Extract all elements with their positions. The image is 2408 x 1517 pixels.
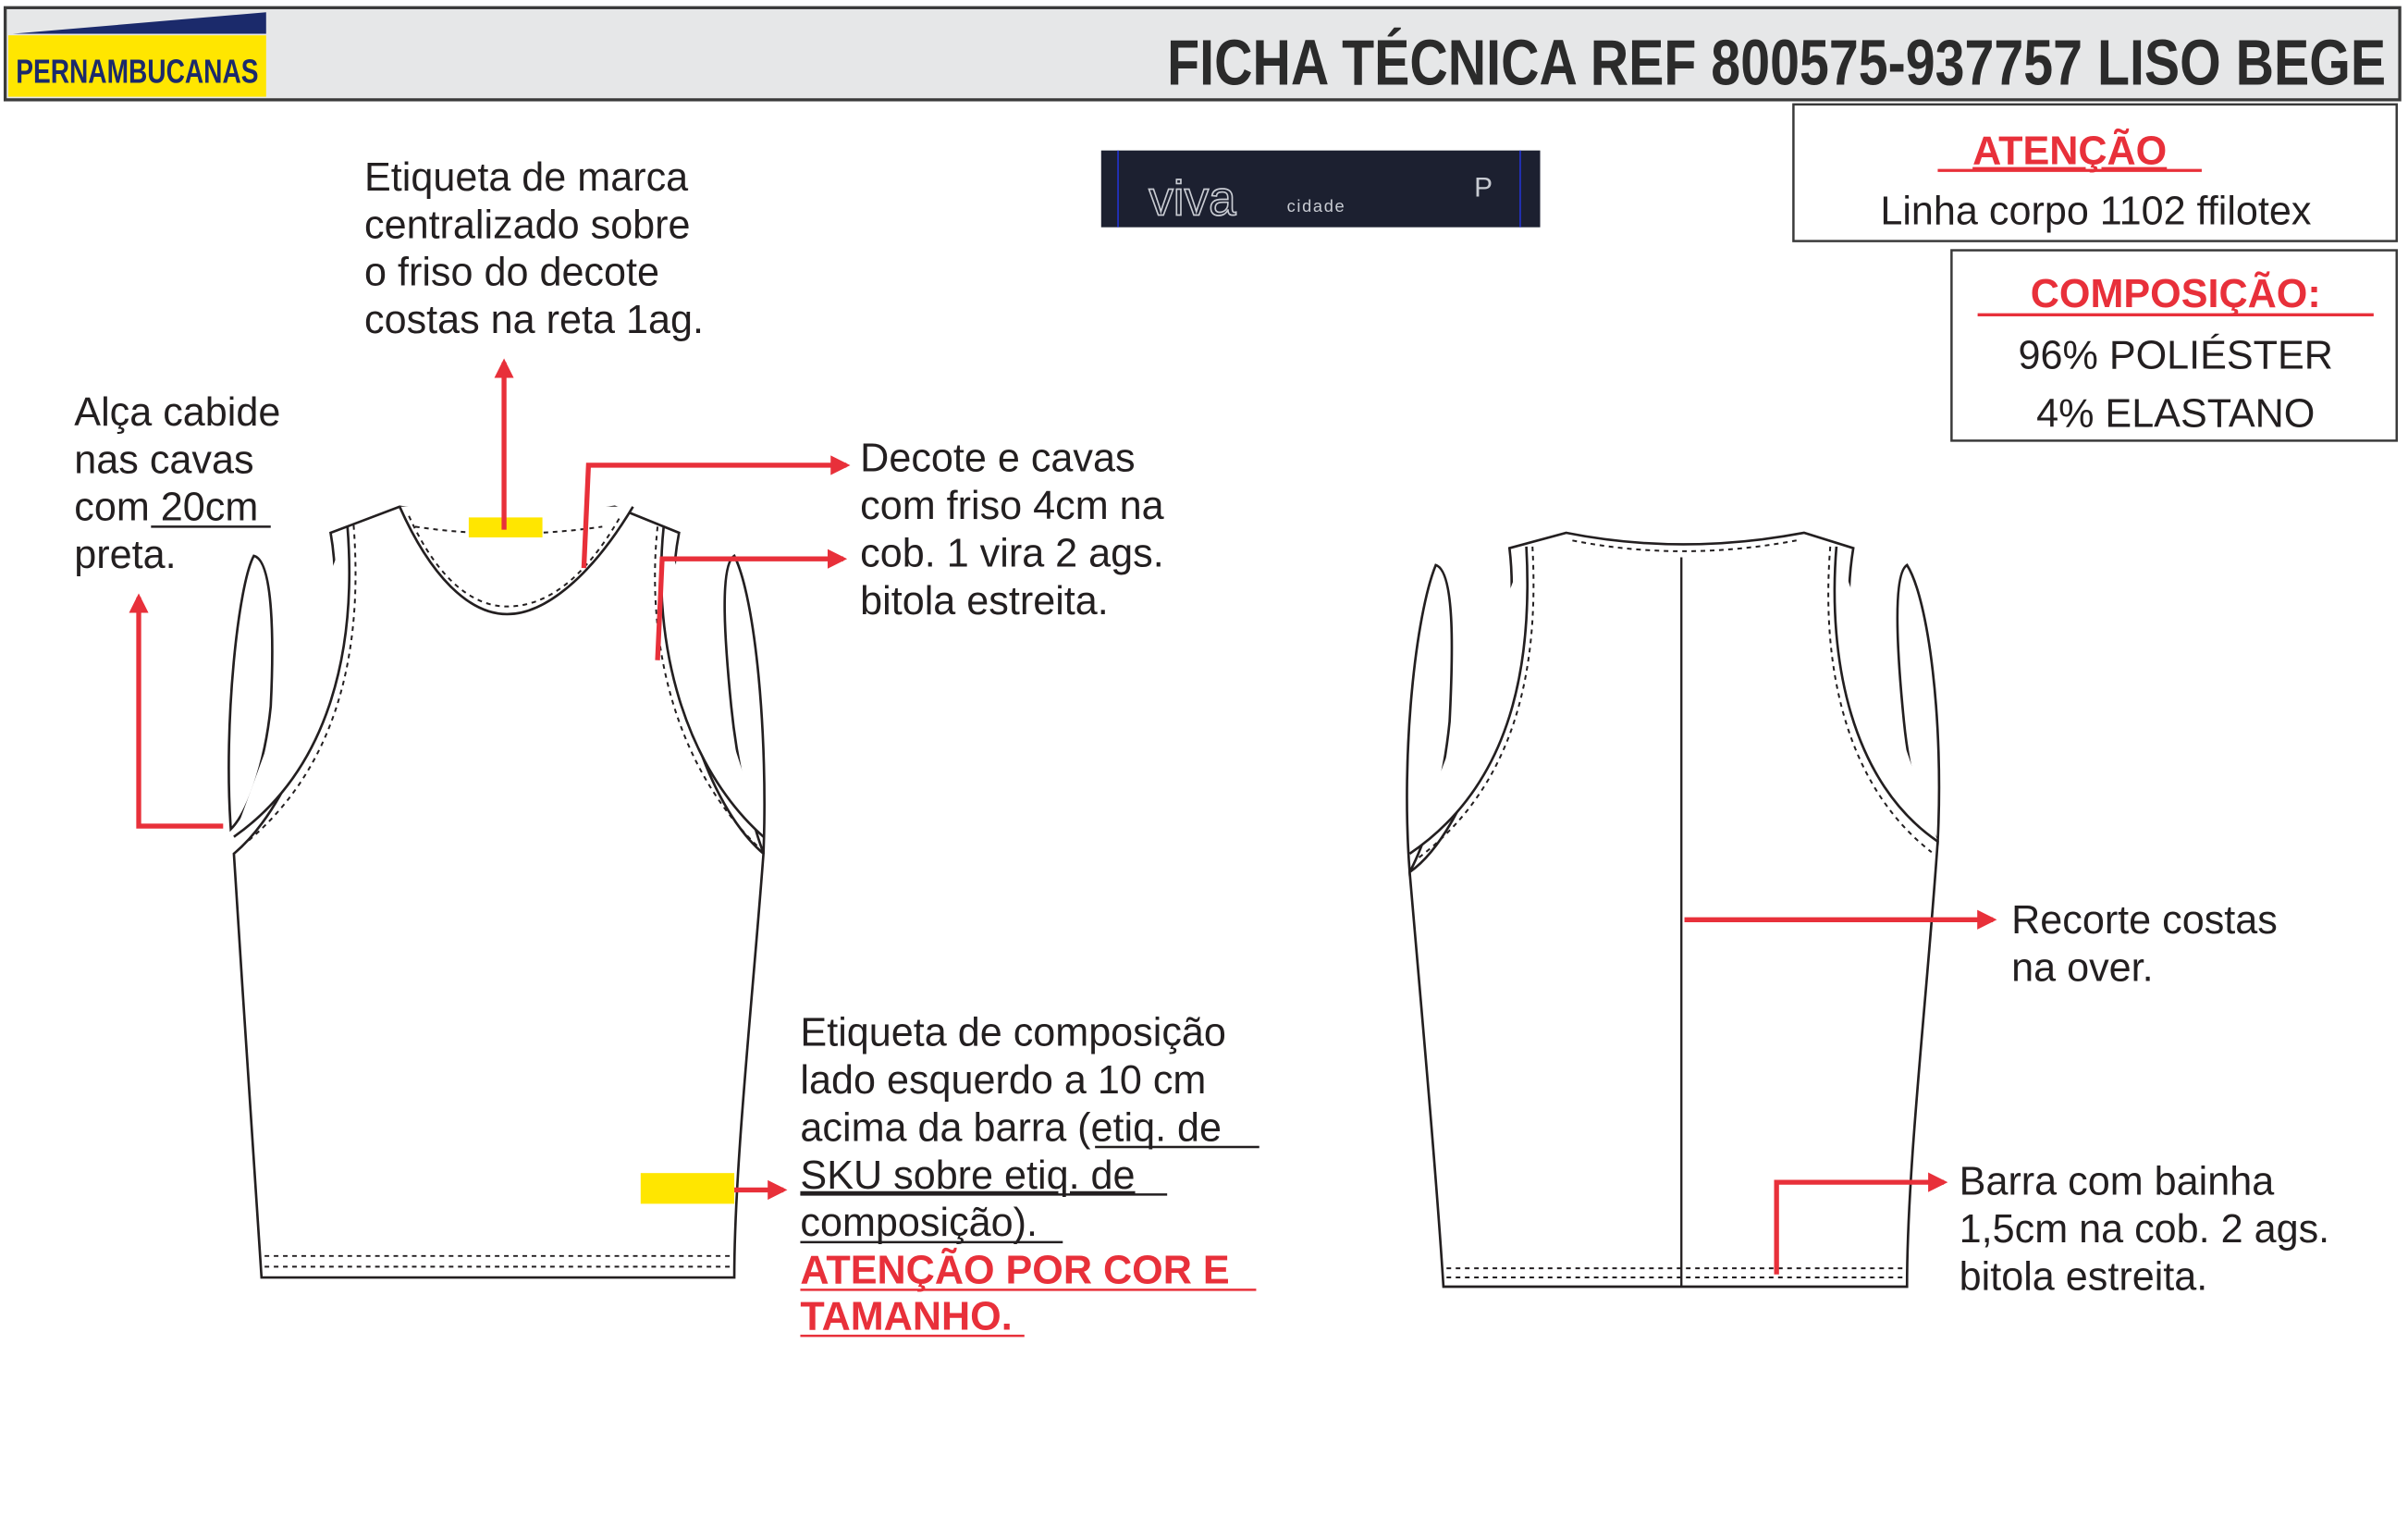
note-line: o friso do decote [364,251,659,295]
warning-line: TAMANHO. [800,1294,1012,1338]
front-garment-sketch [227,505,766,1279]
composition-label-position [640,1173,735,1204]
arrow-strap [129,593,224,829]
note-line: bitola estreita. [860,579,1109,623]
composition-box: COMPOSIÇÃO: 96% POLIÉSTER 4% ELASTANO [1950,249,2399,442]
label-brand-name: viva [1149,171,1236,226]
arrow-hem [1774,1172,1948,1275]
note-line: SKU sobre etiq. de [800,1153,1135,1198]
note-line: bitola estreita. [1960,1254,2208,1299]
page-title: FICHA TÉCNICA REF 800575-937757 LISO BEG… [1167,26,2386,98]
note-line: Etiqueta de marca [364,155,688,200]
annotation-arrows [129,358,1997,1275]
note-line: Etiqueta de composição [800,1010,1225,1054]
back-garment-sketch [1406,531,1941,1289]
note-strap: Alça cabide nas cavas com 20cm preta. [74,390,280,577]
brand-label-sample: viva cidade P [1100,150,1541,228]
note-line: Decote e cavas [860,437,1135,481]
label-size: P [1474,172,1493,203]
note-line: nas cavas [74,438,253,482]
composition-line: 96% POLIÉSTER [2018,333,2332,377]
note-back-seam: Recorte costas na over. [2011,898,2278,990]
note-neckline: Decote e cavas com friso 4cm na cob. 1 v… [860,437,1164,623]
arrow-armhole [655,549,848,660]
note-line: costas na reta 1ag. [364,298,704,342]
attention-box: ATENÇÃO Linha corpo 1102 ffilotex [1792,103,2399,242]
note-line: acima da barra (etiq. de [800,1105,1222,1150]
note-line: na over. [2011,946,2154,991]
attention-title: ATENÇÃO [1972,130,2167,174]
note-line: composição). [800,1201,1038,1245]
note-brand-label: Etiqueta de marca centralizado sobre o f… [364,155,704,342]
note-line: Recorte costas [2011,898,2278,943]
composition-line: 4% ELASTANO [2036,391,2315,436]
note-line: preta. [74,533,176,577]
note-line: Barra com bainha [1960,1159,2275,1203]
composition-title: COMPOSIÇÃO: [2031,272,2321,316]
note-line: 1,5cm na cob. 2 ags. [1960,1207,2329,1252]
note-composition-label: Etiqueta de composição lado esquerdo a 1… [800,1010,1259,1338]
note-line: Alça cabide [74,390,280,435]
label-brand-sub: cidade [1287,196,1346,216]
header-bar: PERNAMBUCANAS FICHA TÉCNICA REF 800575-9… [3,6,2402,102]
note-line: com 20cm [74,486,258,530]
note-line: com friso 4cm na [860,484,1163,528]
arrow-neckline [581,455,851,569]
warning-line: ATENÇÃO POR COR E [800,1249,1229,1293]
note-hem: Barra com bainha 1,5cm na cob. 2 ags. bi… [1960,1159,2329,1299]
attention-text: Linha corpo 1102 ffilotex [1880,189,2312,233]
note-line: lado esquerdo a 10 cm [800,1058,1206,1103]
brand-name: PERNAMBUCANAS [16,53,258,91]
note-line: centralizado sobre [364,203,691,247]
note-line: cob. 1 vira 2 ags. [860,532,1164,576]
